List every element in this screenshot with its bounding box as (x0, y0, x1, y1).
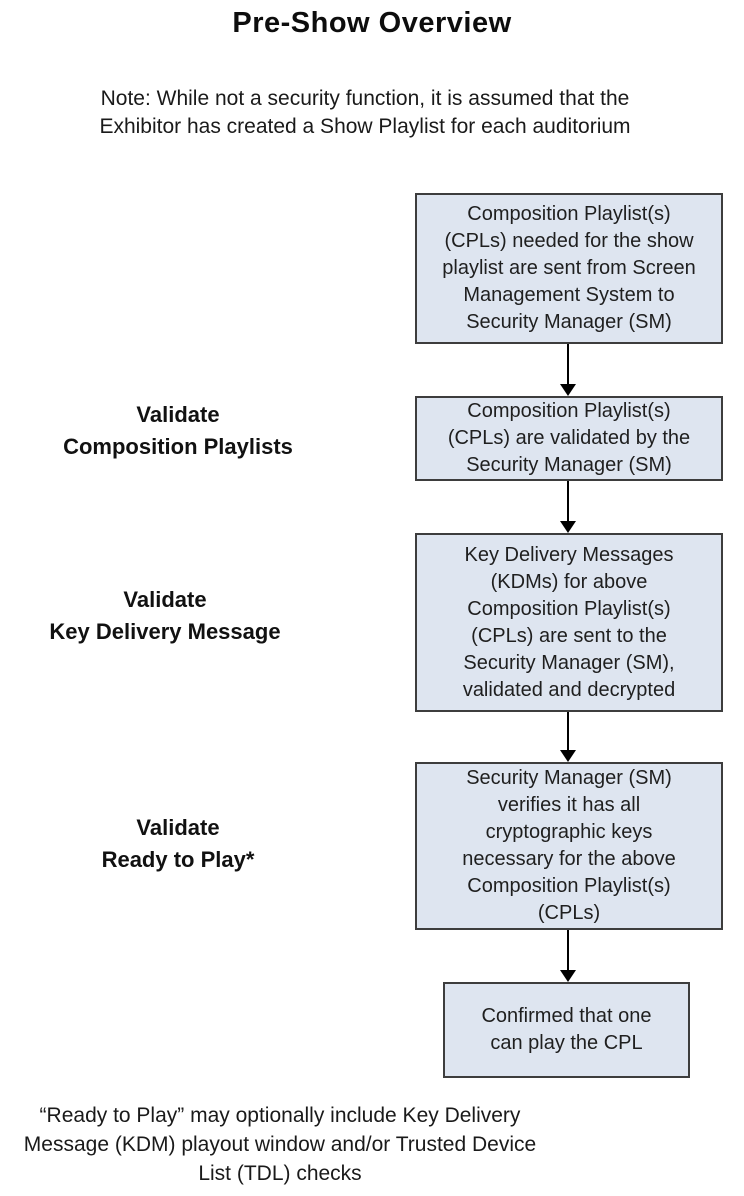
flow-label-validate-ready-to-play: Validate Ready to Play* (101, 815, 255, 872)
arrow-head (560, 521, 576, 533)
flow-box-confirmed-play: Confirmed that one can play the CPL (443, 982, 690, 1078)
flow-box-cpls-sent-to-sm: Composition Playlist(s) (CPLs) needed fo… (415, 193, 723, 344)
flow-label-validate-key-delivery-message: Validate Key Delivery Message (49, 587, 281, 644)
arrow-head (560, 970, 576, 982)
flow-box-sm-verifies-keys: Security Manager (SM) verifies it has al… (415, 762, 723, 930)
flow-label-validate-composition-playlists: Validate Composition Playlists (63, 402, 293, 459)
note-text: Note: While not a security function, it … (99, 87, 631, 138)
arrow-shaft (567, 712, 569, 750)
arrow-head (560, 750, 576, 762)
down-arrow-icon (560, 481, 576, 533)
flow-box-cpls-validated: Composition Playlist(s) (CPLs) are valid… (415, 396, 723, 481)
down-arrow-icon (560, 930, 576, 982)
down-arrow-icon (560, 344, 576, 396)
arrow-shaft (567, 344, 569, 384)
arrow-shaft (567, 930, 569, 970)
down-arrow-icon (560, 712, 576, 762)
page-title: Pre-Show Overview (232, 7, 512, 39)
flow-box-kdms-sent-validated: Key Delivery Messages (KDMs) for above C… (415, 533, 723, 712)
arrow-shaft (567, 481, 569, 521)
footnote-text: “Ready to Play” may optionally include K… (23, 1104, 537, 1185)
arrow-head (560, 384, 576, 396)
